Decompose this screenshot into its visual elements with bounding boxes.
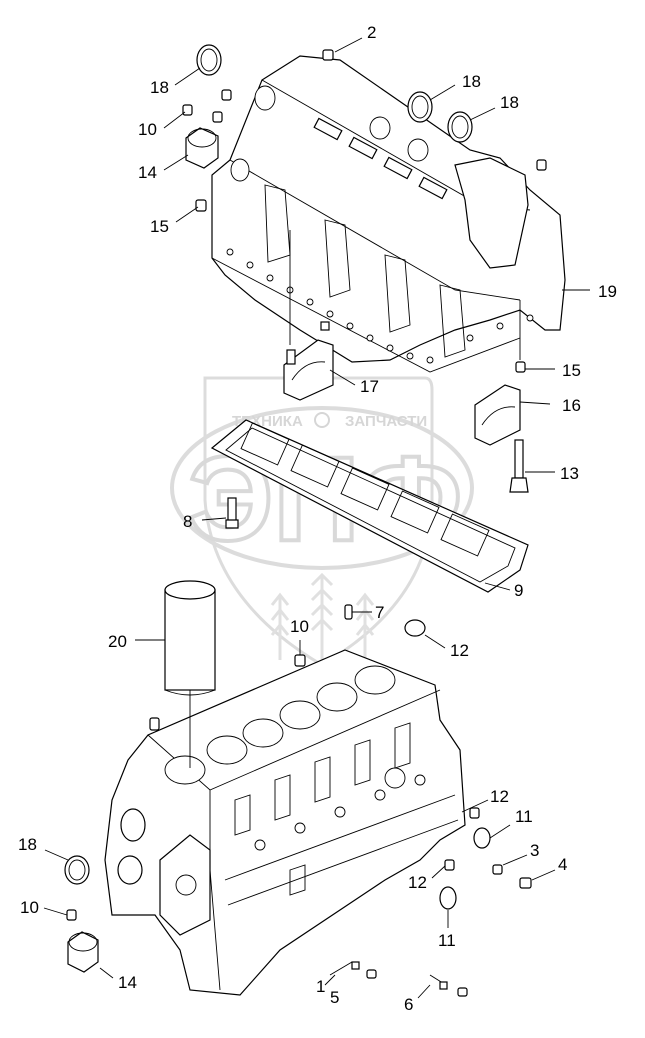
head-gasket — [210, 419, 529, 593]
cylinder-liner — [164, 580, 216, 696]
cup-plug-11a — [473, 827, 491, 849]
callout-10-top: 10 — [138, 120, 157, 139]
cylinder-head — [211, 55, 566, 373]
callout-20: 20 — [108, 632, 127, 651]
callout-6: 6 — [404, 995, 413, 1014]
bearing-cap-17 — [283, 339, 334, 401]
callout-12-bottom: 12 — [408, 873, 427, 892]
callout-13: 13 — [560, 464, 579, 483]
plug-12a — [404, 619, 426, 637]
bushing-14 — [185, 127, 219, 169]
head-small-parts — [182, 44, 547, 212]
block-small-parts — [64, 807, 532, 997]
plug-10b — [294, 654, 306, 667]
callout-9: 9 — [514, 581, 523, 600]
callout-14-top: 14 — [138, 163, 157, 182]
gear-icon — [314, 412, 330, 428]
callout-12-right: 12 — [490, 787, 509, 806]
plug-2 — [322, 49, 334, 61]
callout-14-bottom: 14 — [118, 973, 137, 992]
callout-18-bottom: 18 — [18, 835, 37, 854]
callout-4: 4 — [558, 855, 567, 874]
wheat-ear-icon — [270, 572, 375, 665]
bearing-cap-16 — [474, 384, 521, 446]
callout-labels: 2 18 18 18 10 14 15 19 17 15 16 13 8 9 2… — [18, 23, 617, 1014]
callout-7: 7 — [375, 603, 384, 622]
callout-11-right: 11 — [515, 807, 533, 826]
callout-3: 3 — [530, 841, 539, 860]
callout-18-top-right: 18 — [500, 93, 519, 112]
watermark-right-text: ЗАПЧАСТИ — [345, 413, 427, 430]
bearing-caps — [283, 321, 529, 493]
bolt-13 — [514, 439, 524, 479]
callout-8: 8 — [183, 512, 192, 531]
block-top-small-parts — [149, 604, 426, 731]
callout-18-top-left: 18 — [150, 78, 169, 97]
bushing-14b — [67, 931, 99, 973]
callout-12-top: 12 — [450, 641, 469, 660]
callout-15-right: 15 — [562, 361, 581, 380]
callout-1: 1 — [316, 977, 325, 996]
callout-10-bottom: 10 — [20, 898, 39, 917]
callout-2: 2 — [367, 23, 376, 42]
leader-lines — [43, 37, 590, 999]
callout-10-mid: 10 — [290, 617, 309, 636]
callout-11-bottom: 11 — [438, 931, 456, 950]
callout-17: 17 — [360, 377, 379, 396]
callout-19: 19 — [598, 282, 617, 301]
callout-15-left: 15 — [150, 217, 169, 236]
cup-plug-11b — [439, 886, 457, 910]
callout-18-top-mid: 18 — [462, 72, 481, 91]
callout-5: 5 — [330, 988, 339, 1007]
callout-16: 16 — [562, 396, 581, 415]
cylinder-block — [104, 649, 466, 996]
dowel-pin-7 — [344, 604, 353, 620]
